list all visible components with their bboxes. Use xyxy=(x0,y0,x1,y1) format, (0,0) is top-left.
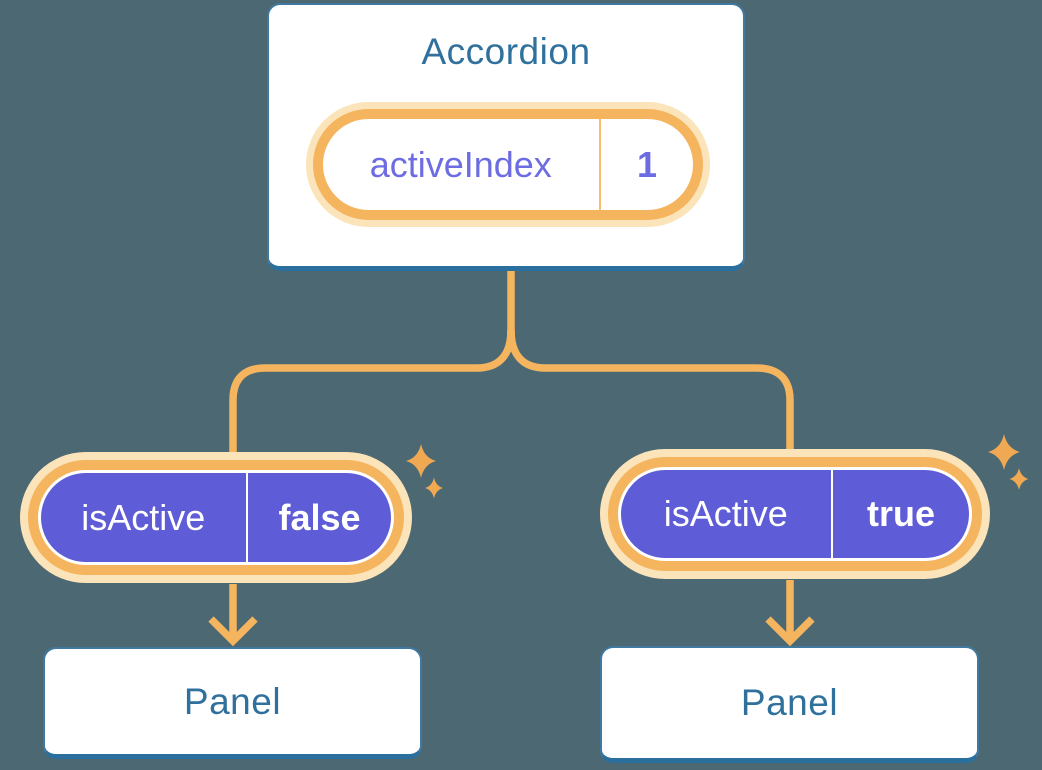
isactive-prop-pill-left: isActive false xyxy=(20,452,412,583)
prop-value-label: true xyxy=(866,493,935,534)
prop-pill-ring: isActive false xyxy=(28,460,404,575)
isactive-prop-pill-right: isActive true xyxy=(600,449,990,579)
prop-value-label: false xyxy=(278,496,361,538)
state-name-label: activeIndex xyxy=(369,143,552,185)
down-arrow-icon xyxy=(765,580,815,647)
state-pill-ring: activeIndex 1 xyxy=(313,109,703,220)
accordion-component-box: Accordion activeIndex 1 xyxy=(267,3,745,271)
panel-title: Panel xyxy=(183,680,282,722)
prop-name-label: isActive xyxy=(81,496,206,538)
prop-pill-divider xyxy=(245,473,248,562)
panel-box-right: Panel xyxy=(600,646,979,763)
prop-pill-ring: isActive true xyxy=(608,457,982,571)
panel-box-left: Panel xyxy=(43,647,422,759)
prop-name-label: isActive xyxy=(663,493,788,534)
state-value-label: 1 xyxy=(636,143,658,185)
tree-connector-lines xyxy=(229,271,794,454)
state-pill-divider xyxy=(598,119,601,210)
down-arrow-icon xyxy=(208,584,258,647)
sparkle-icon xyxy=(988,434,1029,490)
prop-pill-divider xyxy=(830,470,833,558)
accordion-title: Accordion xyxy=(421,31,591,72)
sparkle-icon xyxy=(406,444,443,499)
panel-title: Panel xyxy=(740,682,839,723)
activeindex-state-pill: activeIndex 1 xyxy=(306,102,710,227)
